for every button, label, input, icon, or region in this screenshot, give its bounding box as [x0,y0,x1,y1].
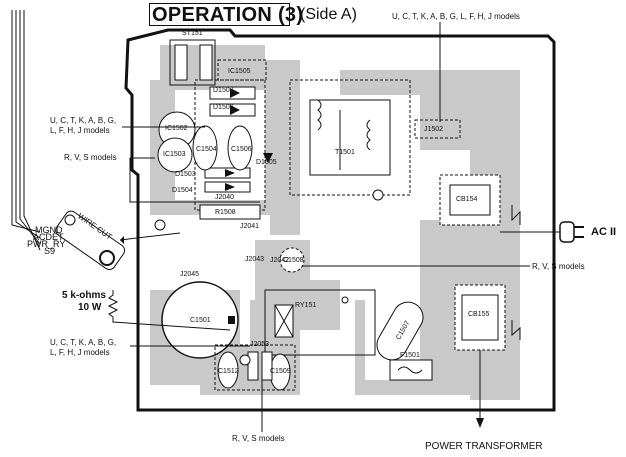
ac-plug [500,221,584,243]
resistor-5k [107,290,231,331]
title-box [149,3,290,26]
ref-j2042: J2042 [270,257,290,264]
c1508-cap [279,247,305,273]
ac-label: AC II [591,226,617,238]
ref-cb154: CB154 [456,196,478,203]
ref-r1508: R1508 [215,209,236,216]
models-left-1-line1: U, C, T, K, A, B, G, [50,116,117,125]
resistor-wattage-label: 10 W [78,302,102,313]
ic1503-cap [157,137,193,173]
power-transformer-label: POWER TRANSFORMER [425,441,543,452]
ref-d1507: D1507 [213,87,234,94]
f1501-outline [389,359,433,381]
ref-j2040: J2040 [215,194,235,201]
ref-d1503: D1503 [175,171,196,178]
ref-st151: ST151 [182,30,203,37]
ref-c1504: C1504 [196,146,217,153]
ref-j2043: J2043 [245,256,265,263]
pin-s9: S9 [44,246,56,256]
models-left-1-line2: L, F, H, J models [50,126,110,135]
ref-ry151: RY151 [295,302,317,309]
ref-t1501: T1501 [335,149,355,156]
ref-ic1503: IC1503 [163,151,186,158]
ref-d1506: D1506 [213,104,234,111]
rvs-right-label: R, V, S models [532,262,585,271]
r1508-outline [199,204,261,220]
models-left-2-line2: L, F, H, J models [50,348,110,357]
j1502-outline [414,119,461,139]
t1501-inner [309,99,391,176]
ry151-outline [264,289,376,356]
pin-mgnd: MGND [35,225,63,235]
ref-j2053: J2053 [250,341,270,348]
rvs-left-label: R, V, S models [64,153,117,162]
ref-j2041: J2041 [240,223,260,230]
ref-j1502: J1502 [424,126,444,133]
rvs-bottom-label: R, V, S models [232,434,285,443]
ref-ic1502: IC1502 [165,125,188,132]
ref-d1504: D1504 [172,187,193,194]
ref-c1508: C1508 [283,257,304,264]
leader-lines [119,22,530,432]
ref-j2045: J2045 [180,271,200,278]
pin-acdet: ACDET [33,232,64,242]
models-top-right: U, C, T, K, A, B, G, L, F, H, J models [392,12,520,21]
t1501-outer [289,79,411,196]
ref-c1509: C1509 [270,368,291,375]
c1507-outline [376,301,424,361]
ref-d1505: D1505 [256,159,277,166]
ref-c1512: C1512 [218,368,239,375]
models-left-2-line1: U, C, T, K, A, B, G, [50,338,117,347]
pin-pwr-ry: PWR_RY [27,239,66,249]
page-title: OPERATION (3) [152,4,304,26]
pin-leads [11,10,41,251]
c1501-cap [161,281,239,359]
resistor-value-label: 5 k-ohms [62,290,106,301]
ref-cb155: CB155 [468,311,490,318]
st151-outline [169,39,216,86]
ref-f1501: F1501 [400,352,420,359]
ref-ic1505: IC1505 [228,68,251,75]
ref-c1501: C1501 [190,317,211,324]
side-label: (Side A) [300,6,357,23]
ref-c1506: C1506 [231,146,252,153]
